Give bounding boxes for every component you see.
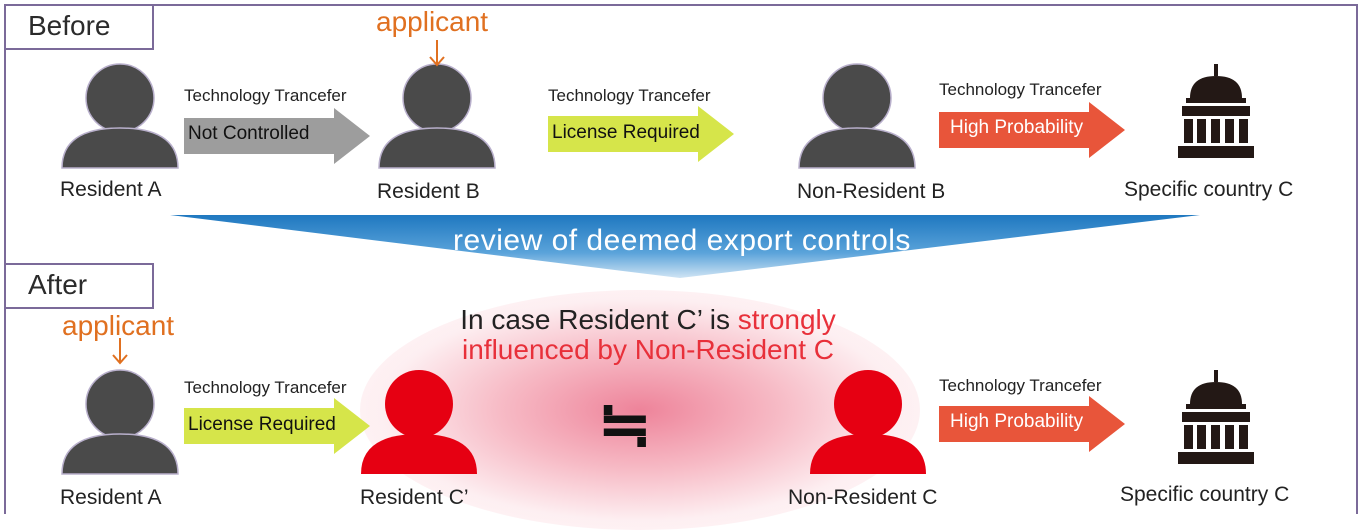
person-icon	[378, 63, 496, 169]
review-label: review of deemed export controls	[453, 224, 911, 257]
person-label: Resident C’	[360, 486, 469, 509]
person-label: Non-Resident B	[797, 180, 946, 203]
person-label: Resident B	[377, 180, 480, 203]
arrow-not-controlled	[184, 108, 370, 164]
transfer-caption: Technology Trancefer	[939, 80, 1102, 99]
person-icon	[61, 369, 179, 475]
condition-line-1: In case Resident C’ is strongly	[460, 304, 836, 335]
person-label: Resident A	[60, 178, 162, 201]
person-icon-red	[810, 370, 926, 474]
transfer-caption: Technology Trancefer	[939, 376, 1102, 395]
transfer-caption: Technology Trancefer	[184, 86, 347, 105]
arrow-label: License Required	[552, 122, 700, 143]
person-label: Non-Resident C	[788, 486, 938, 509]
diagram: review of deemed export controls Before …	[4, 4, 1358, 530]
arrow-label: Not Controlled	[188, 123, 310, 144]
review-band	[170, 215, 1200, 278]
transfer-caption: Technology Trancefer	[184, 378, 347, 397]
arrow-license-required	[184, 398, 370, 454]
government-building-icon	[1178, 64, 1254, 158]
diagram-frame	[4, 4, 1358, 514]
approx-equal-symbol: ≒	[598, 388, 652, 460]
person-label: Resident A	[60, 486, 162, 509]
condition-line-2: influenced by Non-Resident C	[462, 334, 834, 365]
person-label: Specific country C	[1120, 483, 1290, 506]
arrow-high-probability	[939, 102, 1125, 158]
person-icon-red	[361, 370, 477, 474]
before-tab: Before	[4, 4, 154, 50]
arrow-label: License Required	[188, 414, 336, 435]
arrow-high-probability	[939, 396, 1125, 452]
applicant-pointer	[429, 40, 445, 67]
arrow-license-required	[548, 106, 734, 162]
transfer-caption: Technology Trancefer	[548, 86, 711, 105]
person-icon	[798, 63, 916, 169]
person-label: Specific country C	[1124, 178, 1294, 201]
arrow-label: High Probability	[950, 117, 1084, 138]
applicant-pointer	[112, 338, 128, 365]
after-tab: After	[4, 263, 154, 309]
applicant-label: applicant	[62, 310, 175, 341]
influence-glow	[360, 290, 920, 530]
applicant-label: applicant	[376, 6, 489, 37]
government-building-icon	[1178, 370, 1254, 464]
person-icon	[61, 63, 179, 169]
arrow-label: High Probability	[950, 411, 1084, 432]
